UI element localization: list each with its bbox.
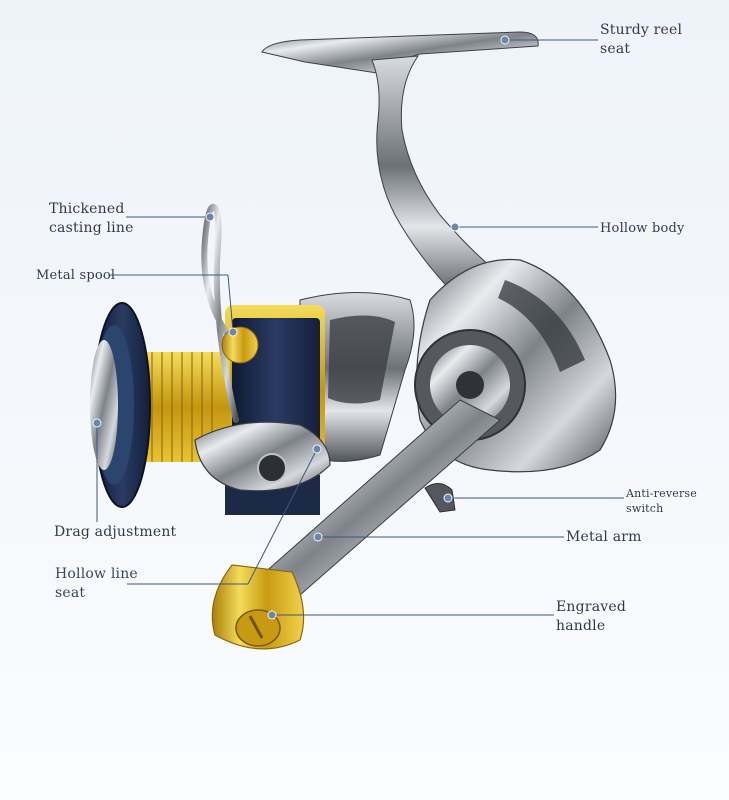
callout-dots	[92, 35, 510, 620]
dot-drag	[92, 418, 102, 428]
anti-reverse-lever	[424, 483, 456, 513]
handle-engraving-slot	[248, 615, 264, 639]
label-metal-spool: Metal spool	[36, 268, 116, 283]
bail-wire	[201, 204, 239, 423]
dot-reel-seat	[500, 35, 510, 45]
drag-knob-cap	[90, 340, 118, 470]
label-drag-adjustment: Drag adjustment	[54, 524, 177, 540]
label-hollow-body: Hollow body	[600, 221, 685, 236]
label-hollow-line-seat: Hollow line seat	[55, 566, 138, 601]
label-sturdy-reel-seat: Sturdy reel seat	[600, 22, 683, 57]
bail-screw	[257, 453, 287, 483]
line-roller	[221, 326, 259, 364]
dot-anti-reverse	[443, 493, 453, 503]
label-engraved-handle: Engraved handle	[556, 599, 626, 634]
dot-casting-line	[205, 212, 215, 222]
callout-lines	[96, 39, 624, 616]
dot-metal-arm	[313, 532, 323, 542]
label-thickened-casting-line: Thickened casting line	[49, 201, 134, 236]
dot-metal-spool	[228, 327, 238, 337]
gear-hub	[456, 371, 484, 399]
reel-stem	[371, 55, 496, 301]
label-metal-arm: Metal arm	[566, 529, 642, 545]
body-window	[498, 280, 585, 372]
dot-hollow-body	[450, 222, 460, 232]
label-anti-reverse-switch: Anti-reverse switch	[626, 487, 697, 515]
rotor-window	[328, 315, 395, 404]
handle-knob	[211, 564, 305, 650]
dot-hollow-line-seat	[312, 444, 322, 454]
dot-engraved-handle	[267, 610, 277, 620]
